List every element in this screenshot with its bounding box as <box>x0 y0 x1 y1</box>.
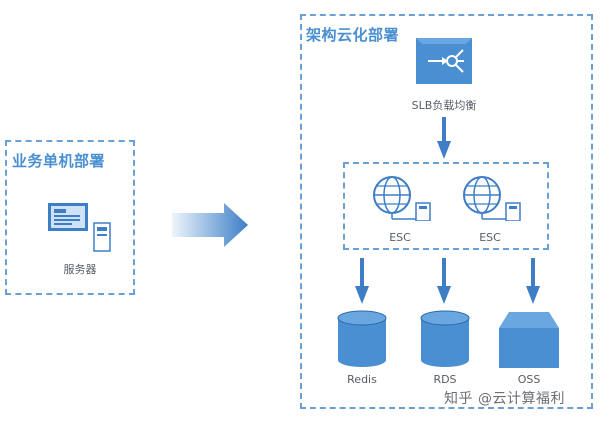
arrow-down-icon <box>526 258 540 304</box>
arrow-right-icon <box>172 203 248 247</box>
slb-label: SLB负载均衡 <box>411 99 477 112</box>
arrow-down-icon <box>437 117 451 159</box>
server-label: 服务器 <box>63 263 97 276</box>
rds-label: RDS <box>433 373 457 386</box>
slb-icon <box>416 38 472 84</box>
globe-server-icon <box>372 175 432 221</box>
watermark: 知乎 @云计算福利 <box>444 391 565 407</box>
globe-server-icon <box>462 175 522 221</box>
cloud-deployment-box <box>300 14 593 409</box>
redis-label: Redis <box>347 373 377 386</box>
database-icon <box>337 310 387 368</box>
oss-icon <box>499 312 559 368</box>
arrow-down-icon <box>355 258 369 304</box>
ecs-label-1: ESC <box>389 231 411 244</box>
ecs-group-box <box>343 162 549 250</box>
cloud-deployment-title: 架构云化部署 <box>306 26 400 44</box>
arrow-down-icon <box>437 258 451 304</box>
standalone-deployment-box <box>5 140 135 295</box>
database-icon <box>420 310 470 368</box>
oss-label: OSS <box>517 373 541 386</box>
ecs-label-2: ESC <box>479 231 501 244</box>
server-icon <box>48 203 114 253</box>
standalone-deployment-title: 业务单机部署 <box>12 152 106 170</box>
